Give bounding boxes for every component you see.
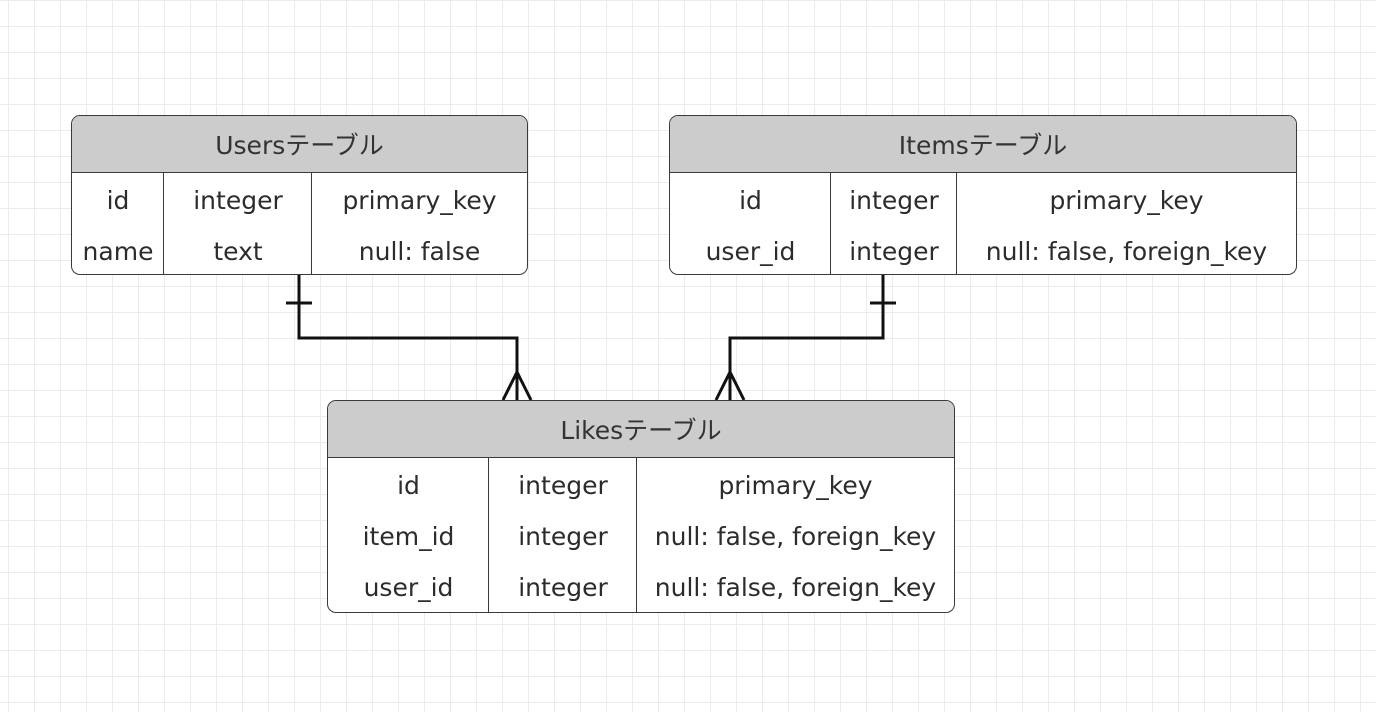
likes-table-title: Likesテーブル xyxy=(328,401,954,458)
column-divider xyxy=(636,458,637,612)
field-constraint: primary_key xyxy=(1049,186,1204,215)
field-name: name xyxy=(82,237,154,266)
field-name: user_id xyxy=(705,237,796,266)
field-constraint: null: false, foreign_key xyxy=(985,237,1268,266)
field-type: text xyxy=(213,237,263,266)
field-constraint: null: false, foreign_key xyxy=(654,522,937,551)
connector-items-likes-line xyxy=(728,275,885,400)
items-table[interactable]: Itemsテーブル id integer primary_key user_id… xyxy=(669,115,1297,275)
field-name: item_id xyxy=(362,522,455,551)
field-type: integer xyxy=(518,573,608,602)
field-type: integer xyxy=(849,186,939,215)
items-table-title: Itemsテーブル xyxy=(670,116,1296,173)
column-divider xyxy=(830,173,831,274)
relationship-items-likes xyxy=(714,275,896,401)
field-constraint: null: false, foreign_key xyxy=(654,573,937,602)
likes-table-body: id integer primary_key item_id integer n… xyxy=(328,458,954,612)
field-constraint: primary_key xyxy=(342,186,497,215)
users-table[interactable]: Usersテーブル id integer primary_key name te… xyxy=(71,115,528,275)
field-name: id xyxy=(397,471,420,500)
users-table-title: Usersテーブル xyxy=(72,116,527,173)
field-type: integer xyxy=(849,237,939,266)
field-name: id xyxy=(106,186,130,215)
field-type: integer xyxy=(193,186,283,215)
column-divider xyxy=(163,173,164,274)
items-table-body: id integer primary_key user_id integer n… xyxy=(670,173,1296,274)
users-table-body: id integer primary_key name text null: f… xyxy=(72,173,527,274)
column-divider xyxy=(488,458,489,612)
field-name: id xyxy=(739,186,762,215)
connector-users-likes-line xyxy=(297,275,519,400)
column-divider xyxy=(311,173,312,274)
relationship-users-likes xyxy=(286,275,533,401)
many-cardinality-crowfoot-likes-users xyxy=(501,371,533,401)
many-cardinality-crowfoot-likes-items xyxy=(714,371,746,401)
field-constraint: null: false xyxy=(358,237,481,266)
column-divider xyxy=(956,173,957,274)
field-constraint: primary_key xyxy=(718,471,873,500)
field-type: integer xyxy=(518,471,608,500)
field-name: user_id xyxy=(363,573,454,602)
likes-table[interactable]: Likesテーブル id integer primary_key item_id… xyxy=(327,400,955,613)
field-type: integer xyxy=(518,522,608,551)
